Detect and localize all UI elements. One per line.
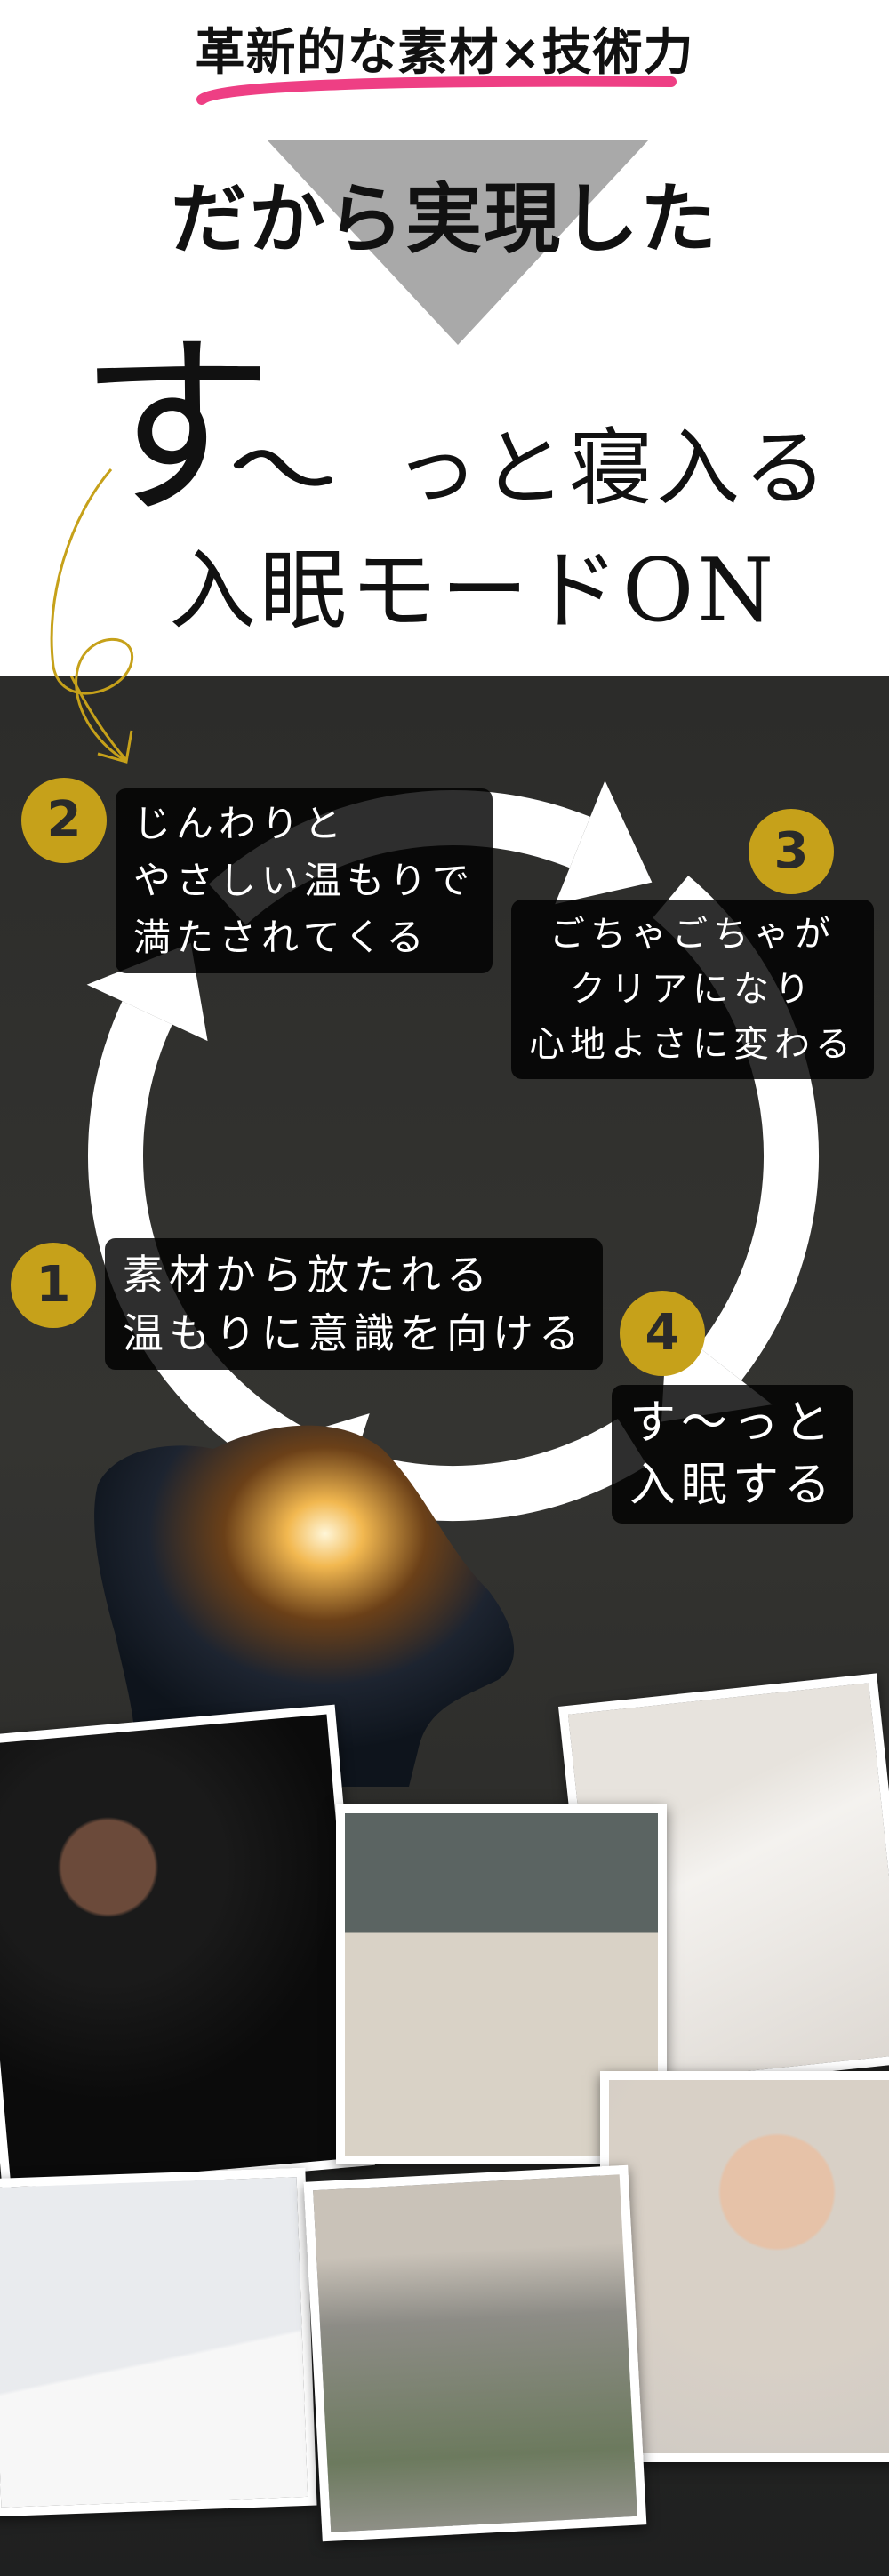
step-3-badge: 3 [749, 809, 834, 894]
step-4-line: す〜っと [629, 1396, 837, 1450]
step-3-line: クリアになり [570, 969, 815, 1010]
silhouette-sunset-image [94, 1425, 515, 1787]
step-3-line: ごちゃごちゃが [549, 914, 836, 955]
step-2-line: 満たされてくる [133, 916, 429, 959]
cycle-arc [88, 1001, 323, 1487]
wave-dash-icon [233, 450, 332, 486]
step-1-line: 温もりに意識を向ける [123, 1309, 585, 1357]
photo-man-sleeping-mask [0, 1704, 375, 2198]
photo-woman-running [303, 2164, 647, 2542]
step-4-badge: 4 [620, 1291, 705, 1376]
photo-woman-stretching [0, 2167, 317, 2517]
step-4-text: す〜っと 入眠する [612, 1385, 854, 1524]
headline-realized: だから実現した [171, 175, 718, 264]
step-3-text: ごちゃごちゃが クリアになり 心地よさに変わる [511, 900, 874, 1079]
step-2-text: じんわりと やさしい温もりで 満たされてくる [116, 788, 493, 973]
gold-swirl-arrow-icon [50, 468, 134, 762]
step-3-line: 心地よさに変わる [529, 1024, 856, 1065]
step-1-badge: 1 [11, 1243, 96, 1328]
headline-sleep-mode-on: 入眠モードON [169, 540, 778, 642]
headline-fall-asleep: っと寝入る [395, 420, 831, 517]
headline-big-su: す [78, 315, 275, 542]
step-4-line: 入眠する [629, 1459, 837, 1512]
gold-arrow-tip-icon [69, 676, 133, 764]
step-2-badge: 2 [21, 778, 107, 863]
step-1-text: 素材から放たれる 温もりに意識を向ける [105, 1238, 603, 1370]
photo-smiling-woman [600, 2071, 889, 2462]
pink-underline [196, 76, 677, 105]
step-2-line: やさしい温もりで [133, 859, 476, 902]
down-triangle [267, 140, 649, 345]
cycle-arrowhead-icon [555, 780, 653, 905]
headline-material-tech: 革新的な素材×技術力 [195, 24, 694, 82]
step-2-line: じんわりと [133, 802, 348, 845]
step-1-line: 素材から放たれる [123, 1251, 493, 1299]
